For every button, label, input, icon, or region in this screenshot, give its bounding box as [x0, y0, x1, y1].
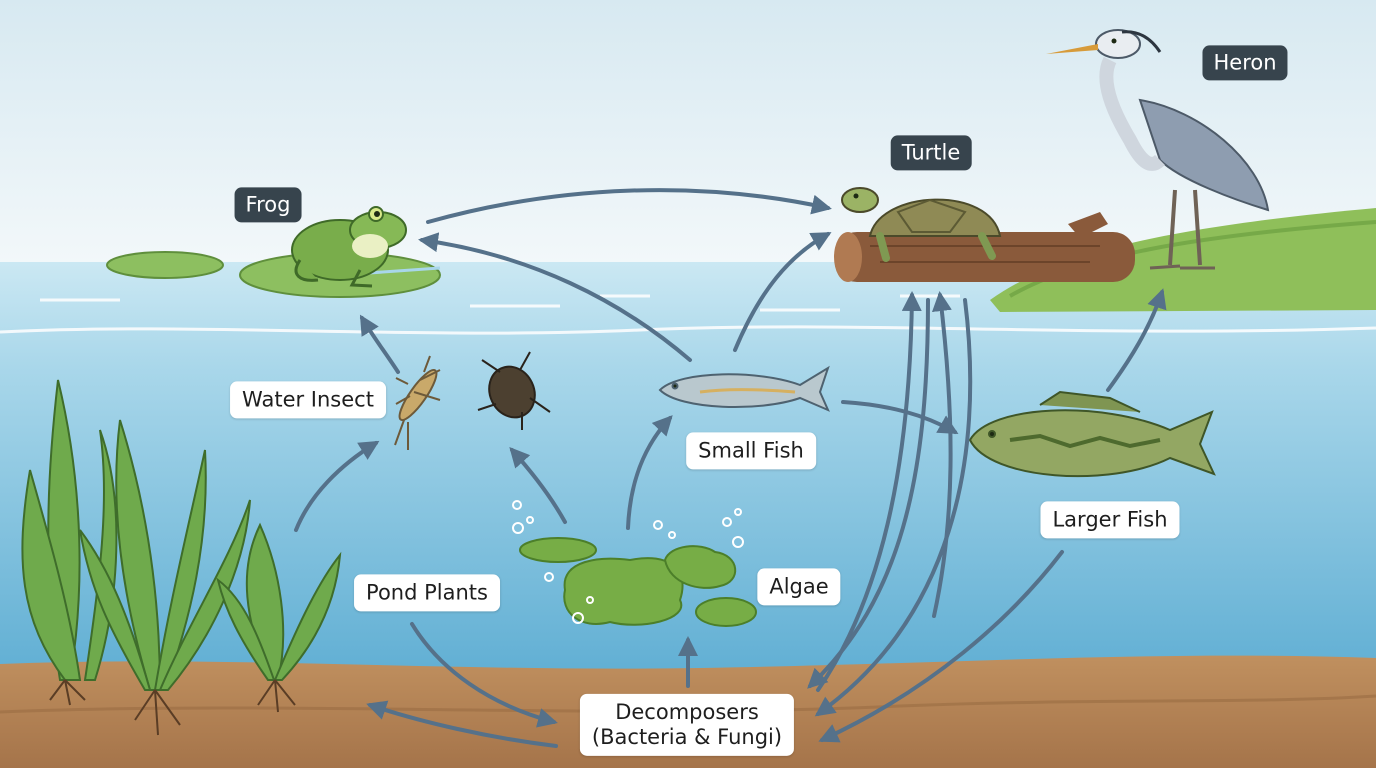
arrow-smallfish-to-frog [418, 232, 692, 362]
arrow-frog-to-turtle [426, 188, 832, 224]
arrow-decomposers-to-plants [366, 700, 558, 748]
small-fish-icon [658, 365, 830, 412]
label-decomposers-subtitle: (Bacteria & Fungi) [591, 725, 783, 749]
arrow-algae-to-smallfish [626, 415, 673, 530]
plant-roots [49, 679, 296, 736]
arrow-turtle-to-decomposers-2 [814, 298, 973, 717]
label-small-fish: Small Fish [686, 432, 816, 470]
label-heron: Heron [1202, 45, 1288, 81]
arrow-turtle-to-decomposers-1 [807, 298, 930, 689]
larger-fish-icon [968, 390, 1216, 478]
log-icon [834, 212, 1135, 282]
arrow-smallfish-to-turtle [733, 232, 832, 352]
grass-bank [990, 208, 1376, 312]
arrow-decomposers-to-turtle-2 [931, 291, 953, 618]
label-frog: Frog [234, 187, 302, 223]
sediment-layer [0, 694, 1376, 714]
water-insect-icon [394, 355, 441, 450]
label-pond-plants: Pond Plants [354, 574, 500, 612]
arrow-largerfish-to-decomposers [818, 550, 1064, 743]
arrow-insect-to-frog [359, 314, 400, 374]
algae-icon [519, 537, 757, 627]
pond-plant-icon [21, 379, 342, 691]
heron-icon [1046, 29, 1270, 270]
arrow-plants-to-insect [294, 440, 380, 532]
label-decomposers-title: Decomposers [615, 699, 759, 724]
frog-icon [291, 206, 407, 288]
label-algae: Algae [757, 568, 841, 606]
arrow-plants-to-decomposers [410, 622, 558, 728]
energy-flow-arrows [294, 188, 1167, 748]
beetle-icon [477, 351, 551, 430]
label-turtle: Turtle [890, 135, 972, 171]
arrow-algae-to-beetle [509, 447, 567, 524]
sky [0, 0, 1376, 270]
turtle-icon [841, 187, 1002, 262]
label-larger-fish: Larger Fish [1040, 501, 1180, 539]
air-bubbles [512, 500, 744, 624]
label-decomposers: Decomposers (Bacteria & Fungi) [579, 693, 795, 757]
label-water-insect: Water Insect [230, 381, 386, 419]
water-ripples [0, 294, 1376, 335]
arrow-largerfish-to-heron [1106, 288, 1167, 392]
